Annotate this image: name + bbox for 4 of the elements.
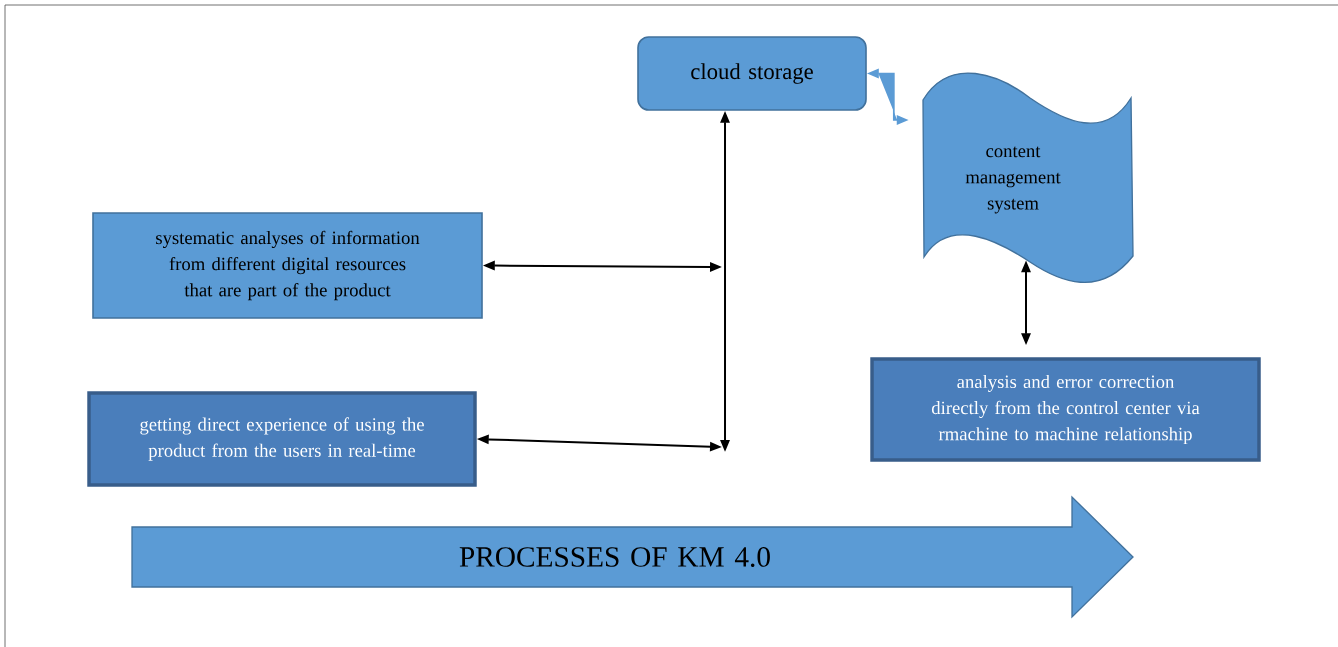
process-box: systematic analyses of information from different digital resources that are part of the product	[92, 212, 483, 319]
storage-box: cloud storage	[637, 36, 867, 111]
process-box: getting direct experience of using the product from the users in real-time	[87, 391, 477, 487]
process-box: analysis and error correction directly from the control center via rmachine to machine relationship	[870, 357, 1261, 462]
